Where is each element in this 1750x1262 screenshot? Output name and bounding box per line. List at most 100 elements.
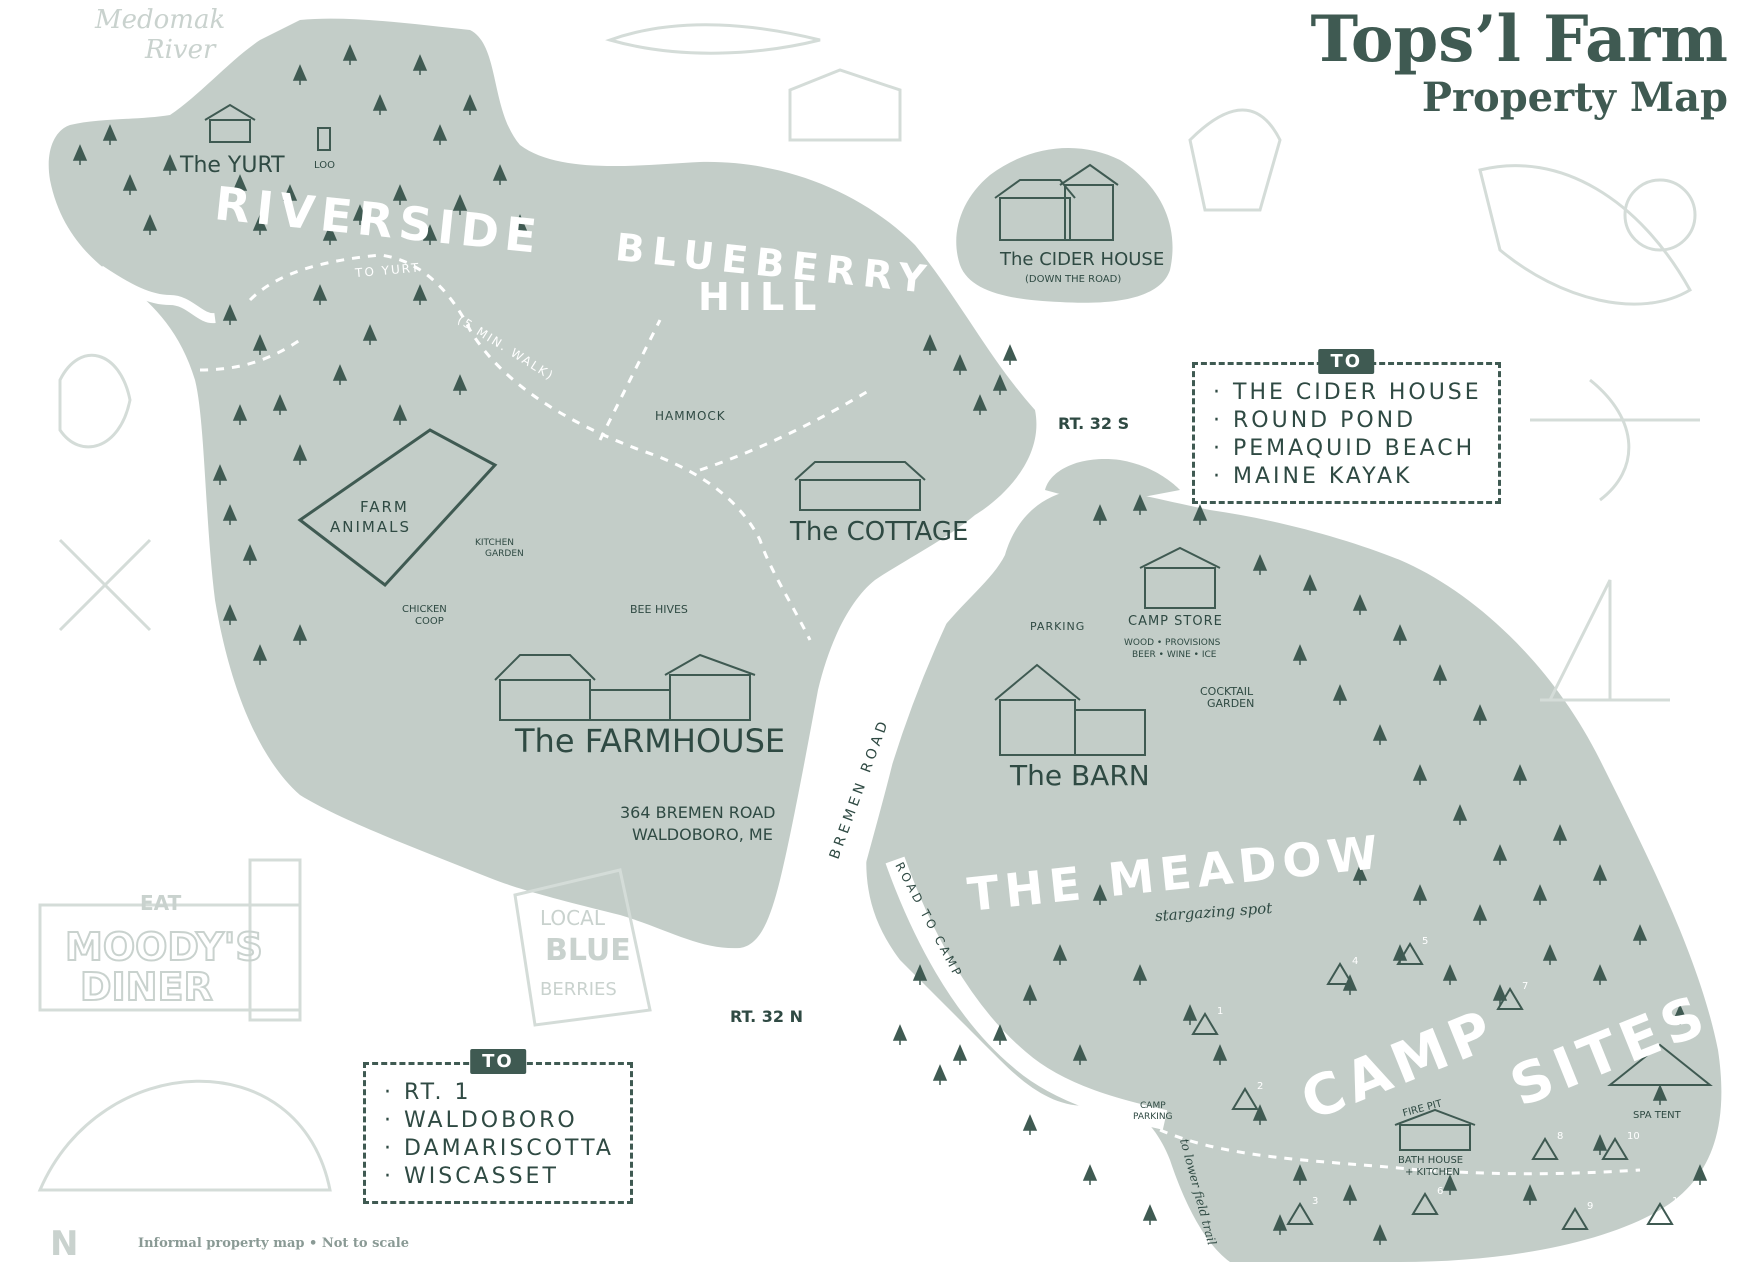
campsite-icon — [1561, 1207, 1589, 1230]
campsite-icon — [1601, 1137, 1629, 1160]
campsite-icon — [1411, 1192, 1439, 1215]
diner-sign-label: EAT — [140, 891, 182, 915]
tree-icon — [1532, 884, 1548, 905]
tree-icon — [992, 374, 1008, 395]
directions-list-south: RT. 1 WALDOBORO DAMARISCOTTA WISCASSET — [384, 1079, 614, 1191]
tree-icon — [232, 174, 248, 195]
campsite-icon — [1531, 1137, 1559, 1160]
tree-icon — [362, 324, 378, 345]
bath-house-icon — [1394, 1108, 1476, 1151]
east-upper-lobe — [1045, 459, 1180, 505]
cocktail-garden-label-2: GARDEN — [1207, 697, 1254, 710]
tree-icon — [912, 964, 928, 985]
tree-icon — [1372, 724, 1388, 745]
campsite-number: 8 — [1557, 1131, 1563, 1142]
tree-icon — [1272, 1214, 1288, 1235]
address-line-2: WALDOBORO, ME — [632, 825, 773, 844]
kitchen-garden-label-2: GARDEN — [485, 549, 524, 559]
cottage-icon — [794, 461, 926, 511]
tree-icon — [142, 214, 158, 235]
tree-icon — [222, 504, 238, 525]
tree-icon — [462, 94, 478, 115]
campsite-number: 11 — [1672, 1196, 1685, 1207]
tree-icon — [1512, 764, 1528, 785]
tree-icon — [1522, 1184, 1538, 1205]
cocktail-garden-label-1: COCKTAIL — [1200, 685, 1254, 698]
rt32n-label: RT. 32 N — [730, 1007, 803, 1026]
tree-icon — [1132, 494, 1148, 515]
tree-icon — [1492, 844, 1508, 865]
tree-icon — [242, 544, 258, 565]
tree-icon — [392, 184, 408, 205]
berries-blue-label: BLUE — [545, 933, 631, 968]
tree-icon — [1092, 504, 1108, 525]
campsite-icon — [1646, 1202, 1674, 1225]
campsite-icon — [1396, 942, 1424, 965]
hammock-label: HAMMOCK — [655, 409, 726, 423]
berries-local-label: LOCAL — [540, 906, 606, 930]
tree-icon — [1592, 864, 1608, 885]
directions-item: PEMAQUID BEACH — [1213, 435, 1482, 463]
tree-icon — [1052, 944, 1068, 965]
tree-icon — [1632, 924, 1648, 945]
tree-icon — [1542, 944, 1558, 965]
tree-icon — [272, 394, 288, 415]
chicken-coop-label-2: COOP — [415, 616, 444, 627]
loo-icon — [317, 127, 331, 151]
campsite-number: 5 — [1422, 936, 1428, 947]
camp-store-note-2: BEER • WINE • ICE — [1132, 650, 1217, 660]
tree-icon — [102, 124, 118, 145]
tree-icon — [1022, 1114, 1038, 1135]
tree-icon — [1332, 684, 1348, 705]
decor-sketches — [37, 23, 1700, 1192]
tree-icon — [1292, 644, 1308, 665]
tree-icon — [452, 374, 468, 395]
tree-icon — [972, 394, 988, 415]
tree-icon — [1302, 574, 1318, 595]
tree-icon — [1292, 1164, 1308, 1185]
bath-house-label-1: BATH HOUSE — [1398, 1155, 1463, 1166]
tree-icon — [122, 174, 138, 195]
directions-item: THE CIDER HOUSE — [1213, 379, 1482, 407]
directions-box-north: TO THE CIDER HOUSE ROUND POND PEMAQUID B… — [1192, 349, 1501, 504]
tree-icon — [1472, 904, 1488, 925]
compass-label: N — [50, 1224, 78, 1262]
tree-icon — [342, 44, 358, 65]
tree-icon — [232, 404, 248, 425]
tree-icon — [1072, 1044, 1088, 1065]
tree-icons — [72, 44, 1708, 1245]
tree-icon — [292, 444, 308, 465]
tree-icon — [222, 304, 238, 325]
tree-icon — [512, 214, 528, 235]
tree-icon — [1352, 864, 1368, 885]
tree-icon — [492, 164, 508, 185]
diner-label: DINER — [80, 965, 213, 1009]
area-hill: HILL — [698, 275, 824, 319]
campsite-icon — [1231, 1087, 1259, 1110]
campsite-number: 7 — [1522, 981, 1528, 992]
tree-icon — [282, 184, 298, 205]
berries-label: BERRIES — [540, 979, 617, 1000]
tree-icon — [332, 364, 348, 385]
directions-item: RT. 1 — [384, 1079, 614, 1107]
tree-icon — [412, 284, 428, 305]
bremen-road — [817, 533, 987, 963]
tree-icon — [1652, 1084, 1668, 1105]
kitchen-garden-label-1: KITCHEN — [475, 538, 514, 548]
tree-icon — [1092, 884, 1108, 905]
farm-animals-label-1: FARM — [360, 498, 409, 516]
title-subtitle: Property Map — [1421, 74, 1728, 121]
directions-item: MAINE KAYAK — [1213, 463, 1482, 491]
tree-icon — [932, 1064, 948, 1085]
to-yurt-label: TO YURT — [354, 260, 421, 280]
tree-icon — [72, 144, 88, 165]
camp-store-icon — [1139, 546, 1221, 609]
spa-tent-icon — [1607, 1043, 1713, 1086]
tree-icon — [162, 154, 178, 175]
camp-store-note-1: WOOD • PROVISIONS — [1124, 638, 1221, 648]
tree-icon — [1692, 1164, 1708, 1185]
tree-icon — [1592, 1134, 1608, 1155]
tree-icon — [392, 404, 408, 425]
